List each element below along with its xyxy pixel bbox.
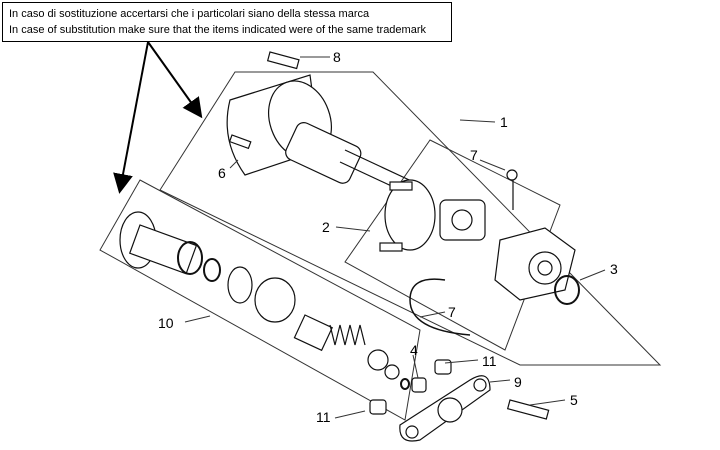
brush-spring-bottom — [379, 242, 403, 252]
motor-housing — [226, 74, 421, 198]
callout-3: 3 — [610, 261, 618, 277]
substitution-notice: In caso di sostituzione accertarsi che i… — [2, 2, 452, 42]
callout-1: 1 — [500, 114, 508, 130]
drive-gear-kit — [119, 211, 410, 390]
callout-7-screw: 7 — [470, 147, 478, 163]
bushing-11-top — [434, 359, 452, 375]
screw-5 — [506, 399, 550, 420]
group-outline-drive — [99, 179, 421, 421]
callout-8: 8 — [333, 49, 341, 65]
arrow-to-drive-kit — [113, 41, 149, 194]
callout-9: 9 — [514, 374, 522, 390]
callout-11-top: 11 — [482, 353, 497, 369]
screw-6 — [228, 134, 252, 150]
brush-spring-top — [389, 181, 413, 191]
group-outline-motor — [159, 71, 662, 366]
bracket-9 — [369, 359, 491, 442]
notice-italian: In caso di sostituzione accertarsi che i… — [9, 8, 370, 20]
bushing-11-bottom — [369, 399, 387, 415]
callout-4: 4 — [410, 342, 418, 358]
end-cap — [494, 227, 580, 305]
group-outline-brush — [344, 139, 561, 351]
cable-7 — [409, 278, 471, 336]
callout-2: 2 — [322, 219, 330, 235]
callout-5: 5 — [570, 392, 578, 408]
screws — [228, 51, 550, 420]
callout-6: 6 — [218, 165, 226, 181]
bushing-4 — [411, 377, 427, 393]
arrow-to-motor — [147, 41, 203, 119]
notice-arrows — [113, 41, 203, 194]
callout-7-cable: 7 — [448, 304, 456, 320]
screw-8 — [266, 51, 300, 70]
callout-10: 10 — [158, 315, 174, 331]
notice-english: In case of substitution make sure that t… — [9, 24, 426, 36]
screw-7 — [506, 169, 518, 181]
callout-11-bottom: 11 — [316, 409, 331, 425]
brush-holder — [379, 179, 486, 252]
o-ring-3 — [554, 275, 580, 305]
